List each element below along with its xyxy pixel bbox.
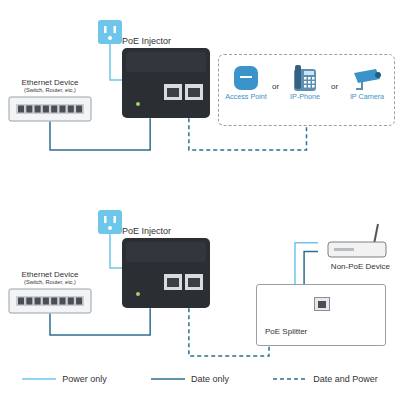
node-label: Ethernet Device [22, 270, 79, 279]
powered-device-group: or orAccess Point IP-Phone IP Camera [218, 54, 395, 126]
ip-phone: IP-Phone [283, 63, 327, 101]
legend-label: Date and Power [313, 374, 378, 384]
node-label: (Switch, Router, etc.) [24, 279, 76, 285]
poe-injector: PoE Injector [122, 226, 210, 308]
access-point-icon [231, 63, 261, 93]
legend-item: Date only [151, 374, 229, 384]
cable-connector [295, 243, 318, 284]
legend-line-sample [273, 376, 307, 382]
node-label: PoE Injector [122, 226, 171, 236]
power-outlet [98, 210, 122, 234]
ethernet-device-icon [8, 96, 92, 122]
power-line [110, 234, 122, 268]
cable-connector [304, 252, 318, 284]
node-label: Ethernet Device [22, 78, 79, 87]
legend-item: Power only [22, 374, 107, 384]
legend-line-sample [151, 376, 185, 382]
poe-injector: PoE Injector [122, 36, 210, 118]
node-label: PoE Injector [122, 36, 171, 46]
non-poe-device: Non-PoE Device [318, 222, 390, 271]
non-poe-device-icon [318, 222, 390, 262]
node-label: PoE Splitter [265, 327, 307, 336]
ethernet-device: Ethernet Device(Switch, Router, etc.) [8, 270, 92, 314]
node-label: or [331, 82, 338, 91]
legend-label: Power only [62, 374, 107, 384]
node-label: Access Point [225, 93, 267, 101]
legend-label: Date only [191, 374, 229, 384]
cable-connector [50, 118, 150, 150]
node-label: or [272, 82, 279, 91]
power-outlet [98, 20, 122, 44]
legend: Power only Date only Date and Power [0, 374, 400, 384]
ip-camera: IP Camera [343, 63, 391, 101]
access-point: Access Point [223, 63, 269, 101]
ethernet-device: Ethernet Device(Switch, Router, etc.) [8, 78, 92, 122]
node-label: IP-Phone [290, 93, 320, 101]
splitter-port [314, 297, 330, 311]
legend-item: Date and Power [273, 374, 378, 384]
ip-camera-icon [350, 63, 384, 93]
node-label: (Switch, Router, etc.) [24, 87, 76, 93]
poe-injector-icon [122, 238, 210, 308]
poe-injector-icon [122, 48, 210, 118]
ip-phone-icon [290, 63, 320, 93]
node-label: IP Camera [350, 93, 384, 101]
legend-line-sample [22, 376, 56, 382]
node-label: Non-PoE Device [331, 262, 390, 271]
ethernet-device-icon [8, 288, 92, 314]
poe-splitter: PoE Splitter [256, 284, 386, 346]
power-line [110, 44, 122, 80]
